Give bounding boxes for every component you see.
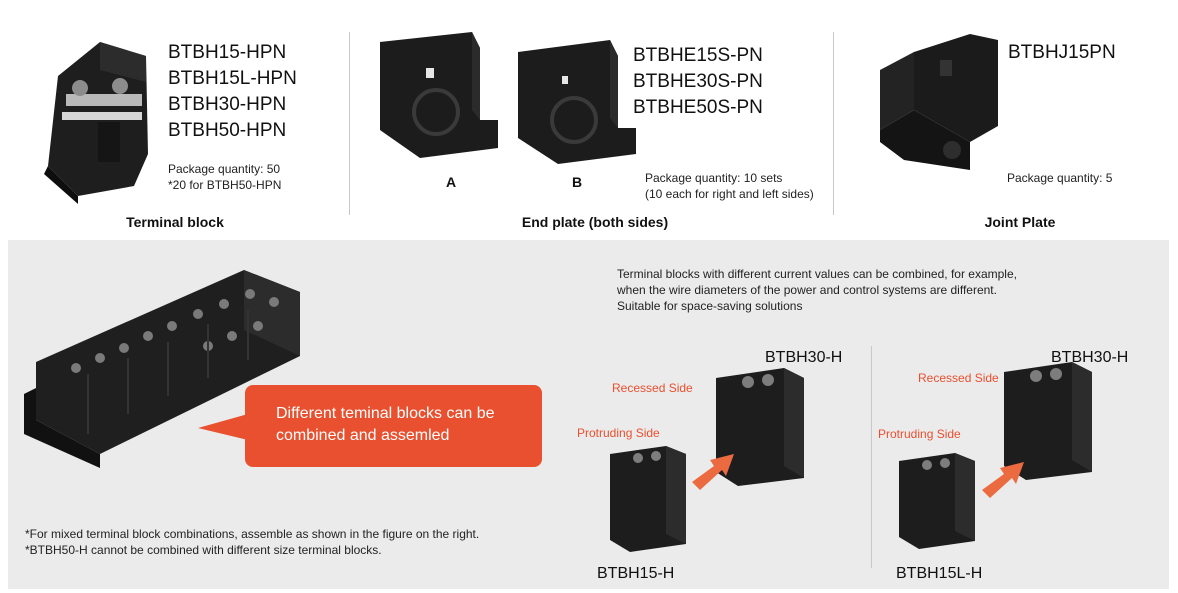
example2-protruding-label: Protruding Side — [878, 427, 961, 441]
end-plate-b-image — [514, 36, 642, 166]
model-name: BTBH15-HPN — [168, 42, 287, 63]
callout-text: combined and assemled — [276, 427, 450, 444]
combination-description: Terminal blocks with different current v… — [617, 266, 1017, 314]
divider — [349, 32, 350, 215]
description-line: when the wire diameters of the power and… — [617, 283, 997, 297]
example2-bottom-model: BTBH15L-H — [896, 565, 983, 582]
example2-large-block-image — [1002, 360, 1098, 482]
example1-large-block-image — [714, 366, 810, 488]
model-name: BTBH30-HPN — [168, 94, 287, 115]
model-name: BTBH15L-HPN — [168, 68, 297, 89]
terminal-block-package: Package quantity: 50 *20 for BTBH50-HPN — [168, 161, 281, 193]
callout-text: Different teminal blocks can be — [276, 405, 495, 422]
combination-notes: *For mixed terminal block combinations, … — [25, 526, 479, 558]
example2-small-block-image — [897, 451, 981, 551]
end-plate-label-b: B — [572, 174, 583, 190]
divider — [871, 346, 872, 568]
package-quantity: Package quantity: 50 — [168, 162, 281, 176]
callout-pointer — [198, 412, 248, 442]
terminal-block-model-list: BTBH15-HPN BTBH15L-HPN BTBH30-HPN BTBH50… — [168, 40, 297, 144]
example1-protruding-label: Protruding Side — [577, 426, 660, 440]
note-line: *For mixed terminal block combinations, … — [25, 527, 480, 541]
end-plate-label-a: A — [446, 174, 457, 190]
end-plate-model-list: BTBHE15S-PN BTBHE30S-PN BTBHE50S-PN — [633, 43, 763, 121]
model-name: BTBHE15S-PN — [633, 45, 763, 66]
end-plate-a-image — [376, 30, 504, 160]
example2-recessed-label: Recessed Side — [918, 371, 999, 385]
terminal-block-image — [38, 36, 156, 204]
description-line: Terminal blocks with different current v… — [617, 267, 1017, 281]
example2-arrow-icon — [982, 458, 1026, 500]
combination-callout: Different teminal blocks can be combined… — [245, 385, 542, 467]
example2-top-model: BTBH30-H — [1051, 349, 1129, 366]
divider — [833, 32, 834, 215]
example1-small-block-image — [608, 444, 692, 554]
end-plate-package: Package quantity: 10 sets (10 each for r… — [645, 170, 814, 202]
joint-plate-model: BTBHJ15PN — [1008, 42, 1116, 63]
model-name: BTBHE30S-PN — [633, 71, 763, 92]
end-plate-caption: End plate (both sides) — [521, 214, 669, 230]
package-note: (10 each for right and left sides) — [645, 187, 814, 201]
terminal-block-caption: Terminal block — [126, 214, 224, 230]
example1-top-model: BTBH30-H — [765, 349, 843, 366]
description-line: Suitable for space-saving solutions — [617, 299, 803, 313]
assembled-terminal-strip-image — [18, 264, 318, 474]
joint-plate-package: Package quantity: 5 — [1007, 171, 1113, 185]
example1-arrow-icon — [692, 450, 736, 492]
joint-plate-caption: Joint Plate — [984, 214, 1056, 230]
joint-plate-image — [874, 30, 1004, 175]
model-name: BTBHE50S-PN — [633, 97, 763, 118]
example1-bottom-model: BTBH15-H — [597, 565, 675, 582]
model-name: BTBH50-HPN — [168, 120, 287, 141]
example1-recessed-label: Recessed Side — [612, 381, 693, 395]
package-note: *20 for BTBH50-HPN — [168, 178, 282, 192]
package-quantity: Package quantity: 10 sets — [645, 171, 783, 185]
note-line: *BTBH50-H cannot be combined with differ… — [25, 543, 382, 557]
